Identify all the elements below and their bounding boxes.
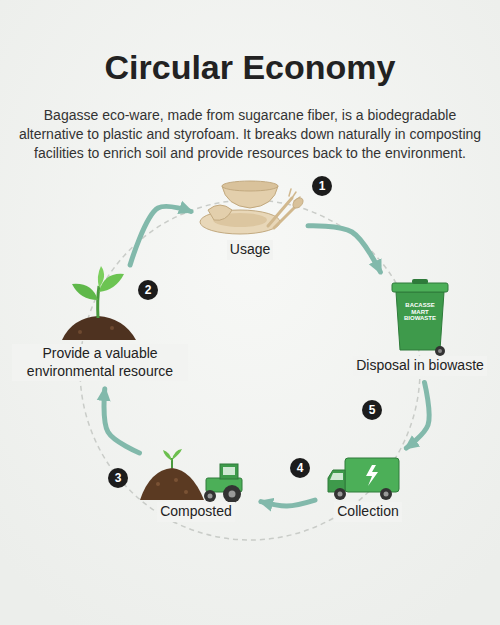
truck-icon (328, 458, 399, 500)
callout-number: 2 (138, 280, 158, 300)
callout-number: 1 (312, 176, 332, 196)
cycle-arrow (104, 389, 139, 453)
disposal-stage: Disposal in biowaste (345, 276, 495, 380)
usage-stage: Usage (195, 172, 305, 264)
callout-number: 3 (108, 468, 128, 488)
sprout-icon (62, 266, 136, 340)
compost-stage: Composted (135, 456, 257, 526)
bin-print: BACASSE MART BIOWASTE (398, 302, 442, 322)
cycle-arrow (130, 206, 191, 265)
callout-number: 5 (362, 400, 382, 420)
diagram-title: Circular Economy (0, 48, 500, 87)
callout-number: 4 (290, 458, 310, 478)
caption-text: Bagasse eco-ware, made from sugarcane fi… (16, 106, 484, 163)
cycle-arrow (308, 226, 380, 272)
collection-stage: Collection (318, 452, 418, 526)
cycle-arrow (261, 500, 315, 506)
stage-label: Disposal in biowaste (353, 356, 487, 376)
bin-icon (392, 279, 448, 356)
compost-icon (140, 449, 242, 503)
cycle-arrow (406, 383, 429, 449)
stage-label: Composted (157, 502, 235, 522)
stage-label: Provide a valuable environmental resourc… (12, 344, 188, 381)
stage-label: Usage (227, 240, 273, 260)
resource-stage: Provide a valuable environmental resourc… (12, 268, 188, 385)
stage-label: Collection (334, 502, 401, 522)
tableware-icon (200, 181, 305, 234)
